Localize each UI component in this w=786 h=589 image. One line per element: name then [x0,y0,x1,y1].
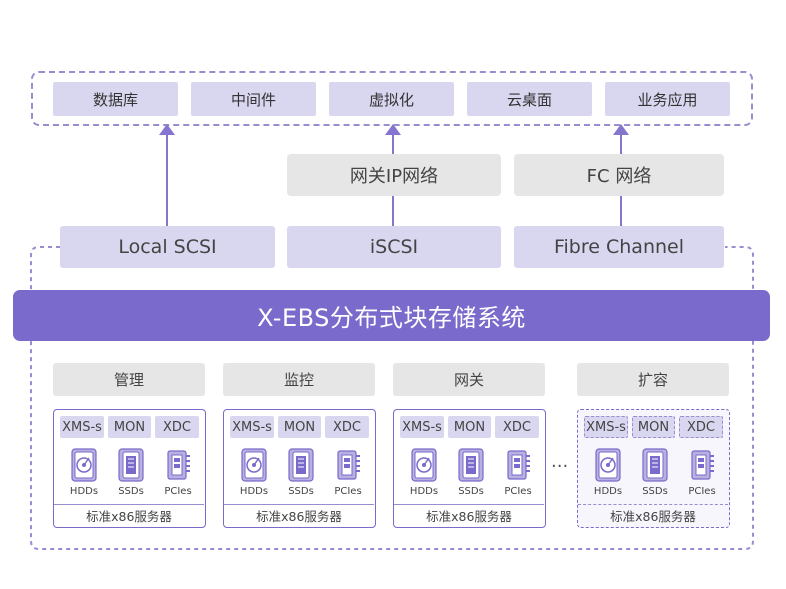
pcie-icon [335,448,361,486]
ellipsis: ... [551,451,569,472]
server-label: 标准x86服务器 [578,504,728,526]
service-xdc: XDC [325,416,369,438]
hdd-icon [595,448,621,486]
fc-network: FC 网络 [514,154,724,196]
app-database: 数据库 [53,82,178,116]
ssd-icon [458,448,484,486]
hdd-icon [411,448,437,486]
service-mon: MON [278,416,321,438]
app-business-application: 业务应用 [605,82,730,116]
service-xdc: XDC [679,416,723,438]
app-virtualization: 虚拟化 [329,82,454,116]
service-mon: MON [632,416,675,438]
arrow-fibre-channel [613,124,629,228]
application-layer-frame [31,71,753,126]
service-xdc: XDC [495,416,539,438]
service-xms-s: XMS-s [60,416,104,438]
service-xms-s: XMS-s [584,416,628,438]
device-label-ssds: SSDs [288,486,314,497]
ssd-icon [642,448,668,486]
protocol-local-scsi: Local SCSI [60,226,275,268]
hdd-icon [241,448,267,486]
device-label-hdds: HDDs [409,486,439,497]
pcie-icon [165,448,191,486]
server-label: 标准x86服务器 [54,504,204,526]
device-label-pcies: PCIes [504,486,532,497]
pcie-icon [689,448,715,486]
device-label-ssds: SSDs [642,486,668,497]
device-label-pcies: PCIes [334,486,362,497]
app-cloud-desktop: 云桌面 [467,82,592,116]
pcie-icon [505,448,531,486]
arrow-local-scsi [159,124,175,228]
device-label-ssds: SSDs [458,486,484,497]
server-label: 标准x86服务器 [394,504,544,526]
service-xms-s: XMS-s [230,416,274,438]
ssd-icon [288,448,314,486]
device-label-ssds: SSDs [118,486,144,497]
role-management: 管理 [53,363,205,396]
service-xdc: XDC [155,416,199,438]
protocol-fibre-channel: Fibre Channel [514,226,724,268]
role-monitoring: 监控 [223,363,375,396]
xebs-system-banner: X-EBS分布式块存储系统 [13,290,770,341]
app-middleware: 中间件 [191,82,316,116]
arrow-iscsi [385,124,401,228]
service-mon: MON [108,416,151,438]
device-label-pcies: PCIes [688,486,716,497]
device-label-hdds: HDDs [593,486,623,497]
ssd-icon [118,448,144,486]
service-xms-s: XMS-s [400,416,444,438]
device-label-pcies: PCIes [164,486,192,497]
role-expansion: 扩容 [577,363,729,396]
device-label-hdds: HDDs [239,486,269,497]
protocol-iscsi: iSCSI [287,226,501,268]
device-label-hdds: HDDs [69,486,99,497]
service-mon: MON [448,416,491,438]
role-gateway: 网关 [393,363,545,396]
server-label: 标准x86服务器 [224,504,374,526]
hdd-icon [71,448,97,486]
gateway-ip-network: 网关IP网络 [287,154,501,196]
